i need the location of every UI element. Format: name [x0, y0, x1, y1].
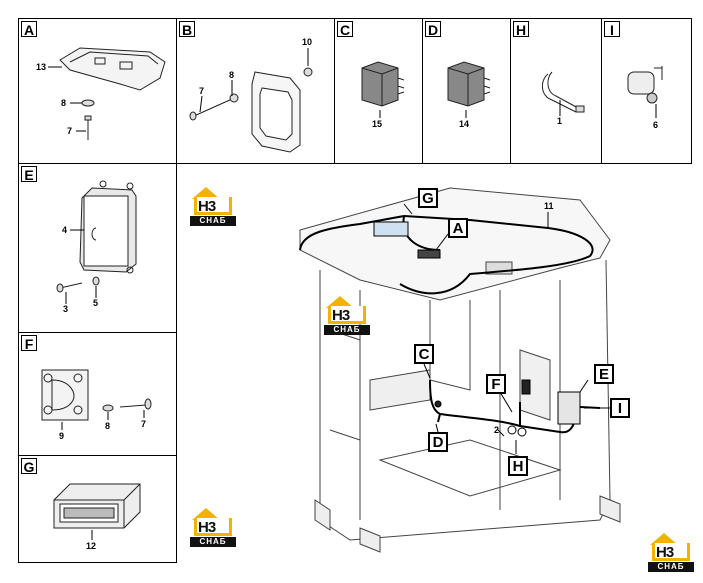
panel-c-label: C [337, 21, 353, 38]
main-cab-drawing [299, 187, 621, 553]
panel-f-clamp-drawing [41, 369, 152, 421]
panel-e-label: E [21, 166, 37, 183]
main-label-c: C [414, 344, 434, 364]
callout-b-7: 7 [199, 86, 205, 96]
panel-c-relay-drawing [361, 61, 405, 107]
panel-c: C [334, 18, 423, 164]
main-label-a: A [448, 218, 468, 238]
callout-f-8: 8 [105, 421, 111, 431]
callout-i-6: 6 [653, 120, 659, 130]
panel-b-label: B [179, 21, 195, 38]
main-label-f: F [486, 374, 506, 394]
panel-a-label: A [21, 21, 37, 38]
callout-e-3: 3 [63, 304, 69, 314]
panel-i-connector-drawing [627, 66, 663, 104]
callout-main-11: 11 [544, 201, 554, 211]
panel-h: H [510, 18, 602, 164]
callout-a-8: 8 [61, 98, 67, 108]
main-label-g: G [418, 188, 438, 208]
panel-e-module-drawing [56, 180, 137, 293]
callout-e-4: 4 [62, 225, 68, 235]
callout-main-2: 2 [494, 425, 500, 435]
callout-a-13: 13 [36, 62, 47, 72]
panel-b-frame-drawing [189, 67, 313, 153]
main-label-d: D [428, 432, 448, 452]
panel-i: I [601, 18, 692, 164]
panel-f: F [18, 332, 177, 456]
brand-logo: H3 СНАБ [188, 187, 238, 231]
panel-a: A [18, 18, 177, 164]
panel-f-label: F [21, 335, 37, 352]
panel-d-relay-drawing [447, 61, 491, 107]
brand-logo: H3 СНАБ [322, 296, 372, 340]
callout-b-8: 8 [229, 70, 235, 80]
panel-a-bracket-drawing [59, 47, 166, 140]
callout-d-14: 14 [459, 119, 470, 129]
main-label-e: E [594, 364, 614, 384]
brand-logo: H3 СНАБ [188, 508, 238, 552]
callout-h-1: 1 [557, 116, 563, 126]
module-main [373, 221, 581, 437]
panel-i-label: I [604, 21, 620, 38]
callout-e-5: 5 [93, 298, 99, 308]
panel-g-radio-drawing [53, 483, 141, 529]
main-label-h: H [508, 456, 528, 476]
callout-b-10: 10 [302, 37, 313, 47]
leader-lines [48, 48, 657, 540]
panel-h-label: H [513, 21, 529, 38]
panel-d-label: D [425, 21, 441, 38]
main-label-i: I [610, 398, 630, 418]
callout-f-7: 7 [141, 419, 147, 429]
panel-h-cable-tie-drawing [542, 71, 585, 113]
brand-logo: H3 СНАБ [646, 533, 696, 577]
callout-g-12: 12 [86, 541, 97, 551]
callout-c-15: 15 [372, 119, 383, 129]
panel-g: G [18, 455, 177, 563]
panel-d: D [422, 18, 511, 164]
panel-g-label: G [21, 458, 37, 475]
callout-a-7: 7 [67, 126, 73, 136]
callout-f-9: 9 [59, 431, 65, 441]
